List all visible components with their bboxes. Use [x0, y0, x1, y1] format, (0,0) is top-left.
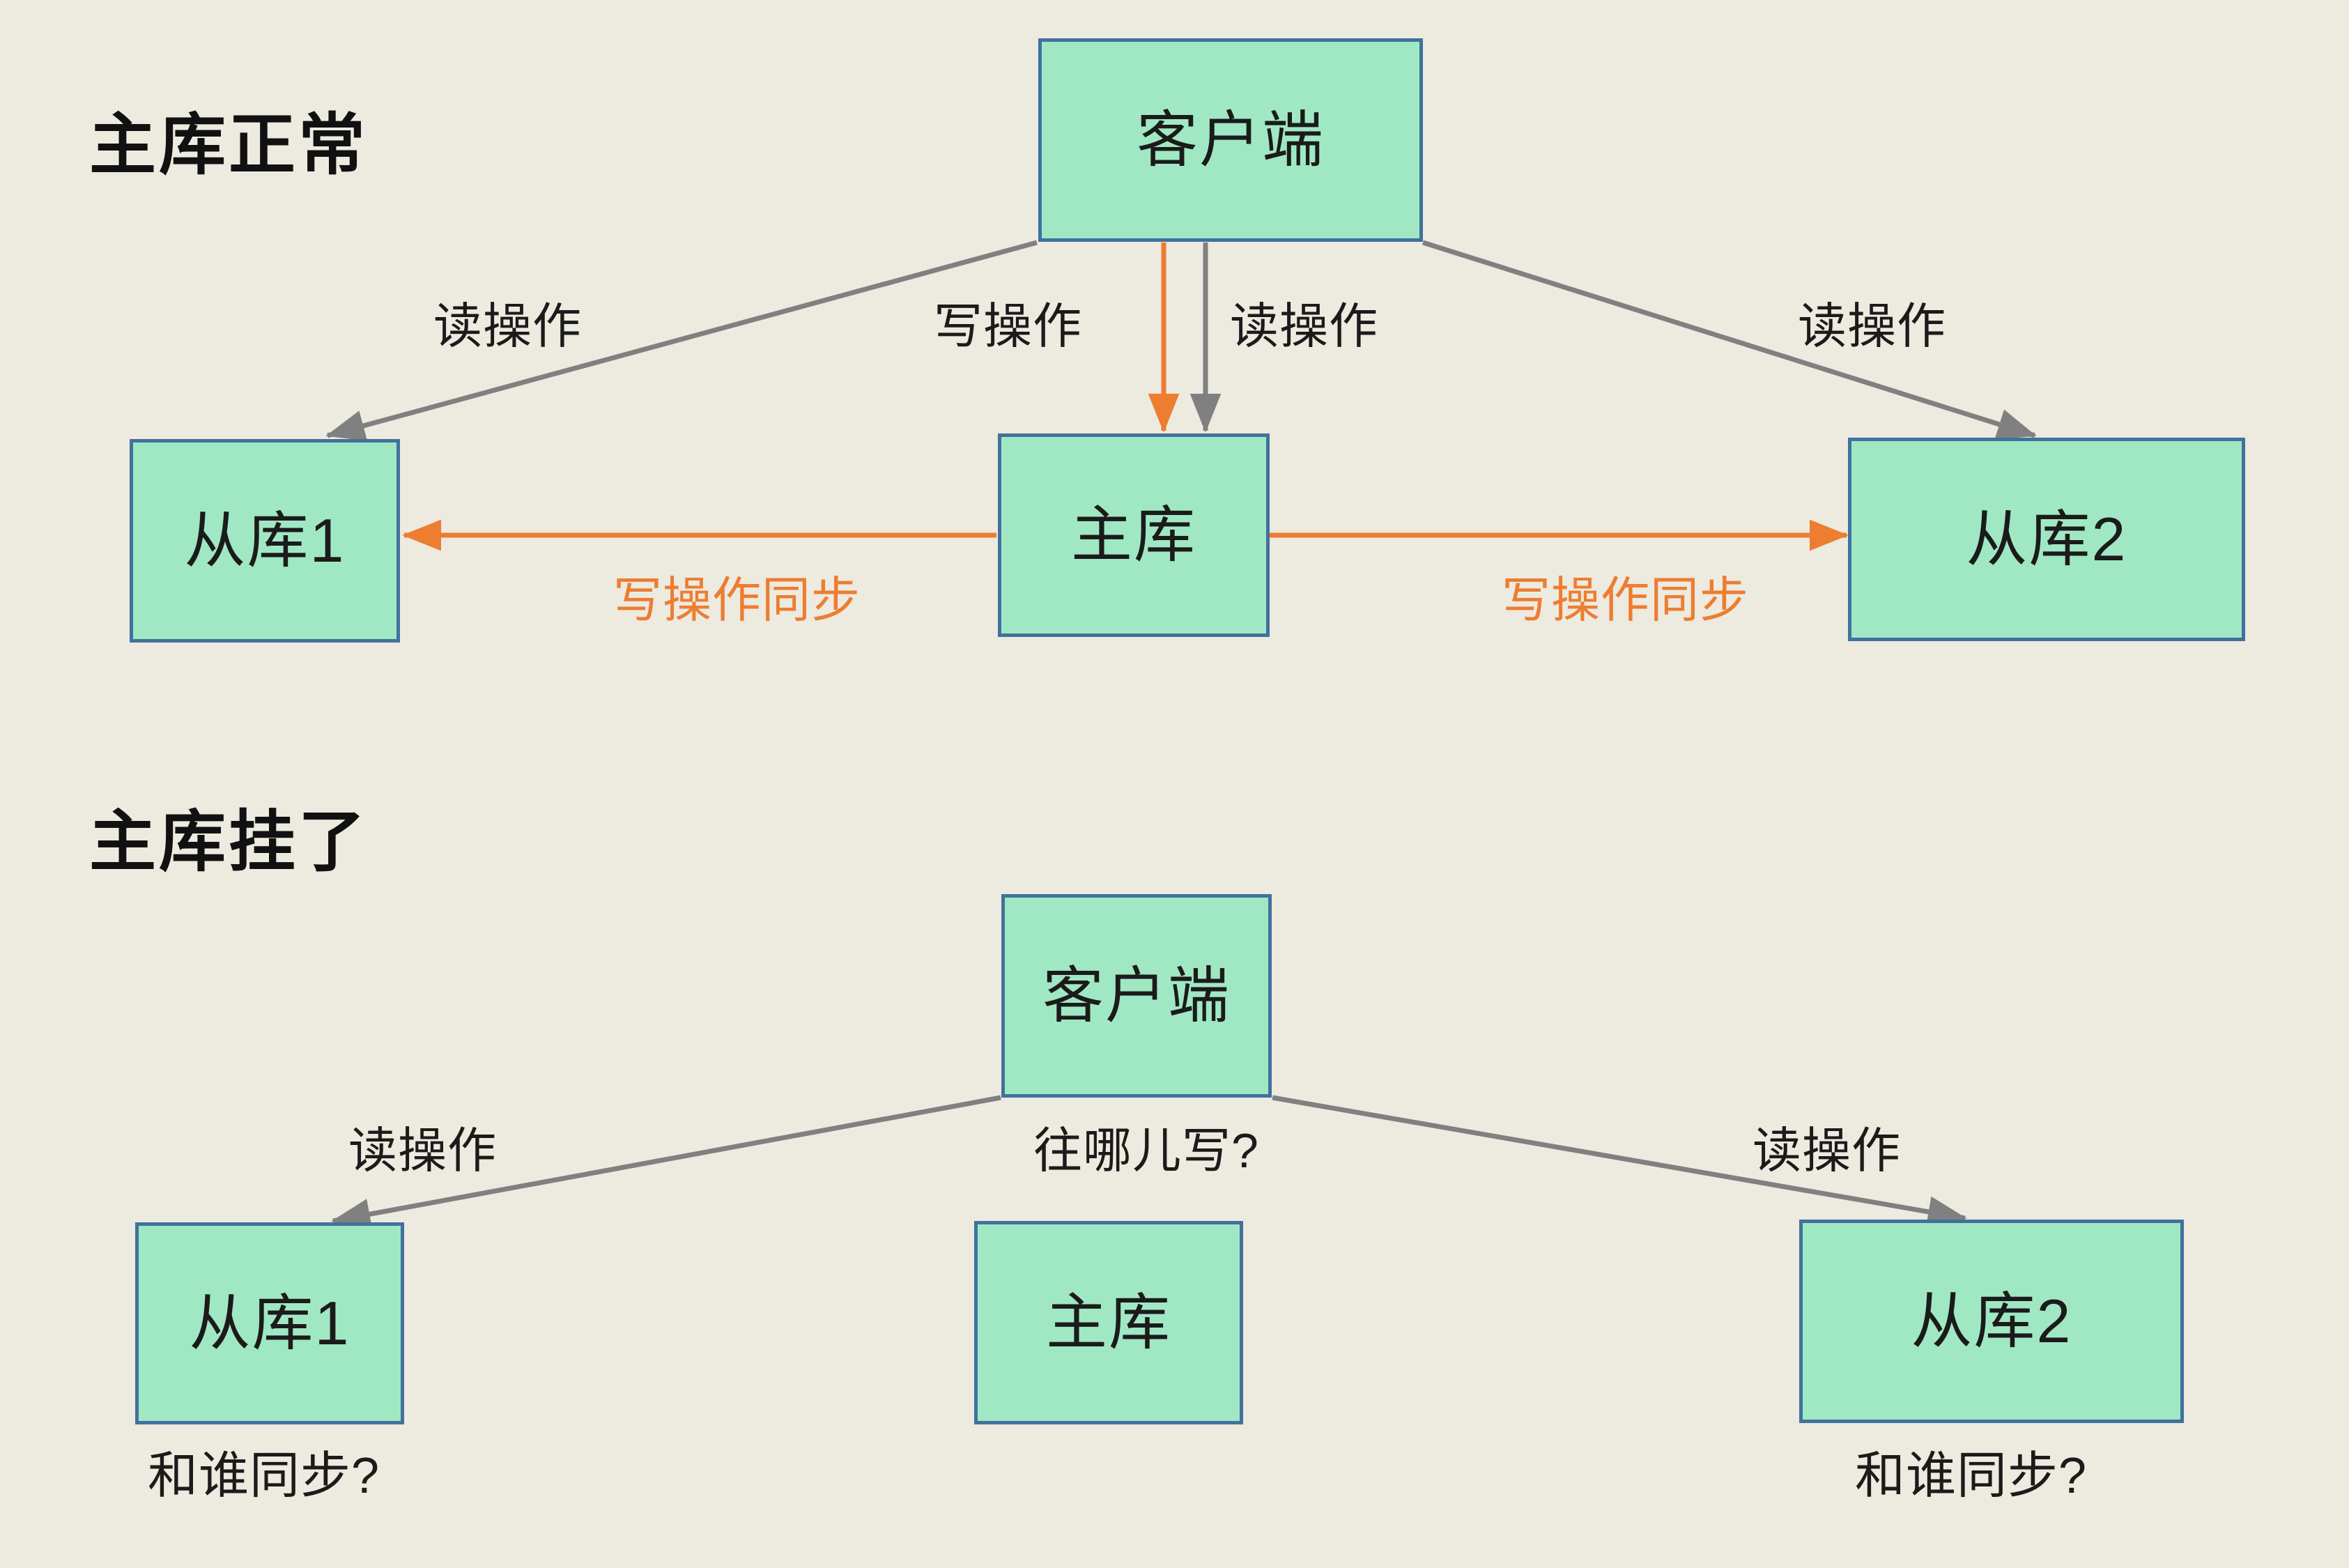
edge-label-client-to-slave2-top: 读操作 [1798, 299, 1946, 353]
node-slave2-top-label: 从库2 [1966, 505, 2127, 574]
edge-label-client-write-question: 往哪儿写? [1033, 1123, 1259, 1178]
node-master-bottom-label: 主库 [1045, 1288, 1171, 1357]
node-master-top[interactable]: 主库 [998, 433, 1270, 637]
node-slave1-top-label: 从库1 [184, 506, 346, 575]
edge-label-client-to-slave1-bottom: 读操作 [348, 1123, 497, 1178]
edge-label-client-to-master-write-top: 写操作 [934, 299, 1082, 353]
node-master-bottom[interactable]: 主库 [974, 1221, 1243, 1424]
edge-label-client-to-slave1-top: 读操作 [433, 299, 582, 353]
node-slave2-bottom-label: 从库2 [1911, 1286, 2072, 1355]
node-client-top[interactable]: 客户端 [1038, 38, 1423, 242]
caption-slave1-sync-question: 和谁同步? [148, 1448, 380, 1504]
node-slave2-top[interactable]: 从库2 [1848, 438, 2245, 641]
edge-label-client-to-slave2-bottom: 读操作 [1753, 1123, 1901, 1178]
section-title-master-down: 主库挂了 [89, 805, 368, 879]
node-client-top-label: 客户端 [1136, 105, 1325, 174]
node-slave1-bottom[interactable]: 从库1 [135, 1222, 404, 1424]
node-client-bottom-label: 客户端 [1042, 961, 1231, 1030]
node-slave1-top[interactable]: 从库1 [130, 439, 400, 643]
node-slave1-bottom-label: 从库1 [189, 1289, 351, 1358]
caption-slave2-sync-question: 和谁同步? [1855, 1448, 2088, 1504]
node-slave2-bottom[interactable]: 从库2 [1799, 1220, 2184, 1423]
section-title-master-normal: 主库正常 [89, 108, 368, 183]
edge-label-client-to-master-read-top: 读操作 [1230, 299, 1378, 353]
node-client-bottom[interactable]: 客户端 [1001, 894, 1272, 1098]
node-master-top-label: 主库 [1070, 500, 1196, 569]
edge-label-master-to-slave2-sync: 写操作同步 [1502, 573, 1749, 627]
edge-label-master-to-slave1-sync: 写操作同步 [613, 573, 861, 627]
